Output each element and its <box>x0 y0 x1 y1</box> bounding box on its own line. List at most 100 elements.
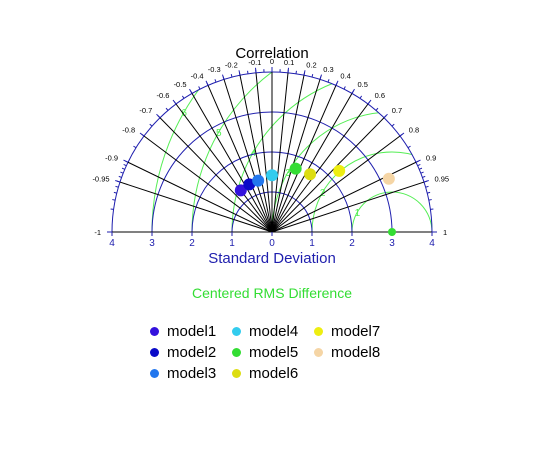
legend-label: model8 <box>331 344 381 361</box>
correlation-minor-tick <box>391 123 395 127</box>
rms-circle <box>351 191 432 232</box>
legend-marker <box>314 348 323 357</box>
correlation-minor-tick <box>335 82 338 86</box>
correlation-minor-tick <box>222 76 225 80</box>
correlation-minor-tick <box>116 180 121 183</box>
legend-label: model7 <box>331 323 381 340</box>
correlation-tick-label: 0.95 <box>434 175 449 184</box>
std-tick-label: 2 <box>349 238 355 249</box>
correlation-minor-tick <box>190 90 193 94</box>
correlation-minor-tick <box>428 199 432 201</box>
correlation-minor-tick <box>407 145 411 149</box>
correlation-minor-tick <box>420 171 424 174</box>
legend-label: model6 <box>249 365 299 382</box>
correlation-line <box>127 161 273 233</box>
x-axis-label: Standard Deviation <box>208 250 336 267</box>
correlation-tick-label: -0.5 <box>174 80 187 89</box>
correlation-minor-tick <box>113 191 117 194</box>
correlation-minor-tick <box>351 90 354 94</box>
correlation-minor-tick <box>173 101 177 105</box>
correlation-minor-tick <box>141 133 145 137</box>
legend-item: model6 <box>232 364 314 383</box>
legend-label: model3 <box>167 365 217 382</box>
correlation-tick-label: 0.7 <box>392 106 402 115</box>
correlation-minor-tick <box>165 107 169 111</box>
correlation-minor-tick <box>125 160 129 163</box>
correlation-line <box>191 93 273 233</box>
correlation-line <box>271 79 321 233</box>
correlation-minor-tick <box>118 175 122 178</box>
legend-label: model2 <box>167 344 217 361</box>
correlation-tick-label: 0.5 <box>358 80 368 89</box>
correlation-minor-tick <box>181 95 185 99</box>
legend-marker <box>232 327 241 336</box>
correlation-tick-label: 0.3 <box>323 65 333 74</box>
std-tick-label: 2 <box>189 238 195 249</box>
legend-marker <box>150 369 159 378</box>
correlation-minor-tick <box>367 101 371 105</box>
correlation-minor-tick <box>115 185 119 188</box>
legend-label: model5 <box>249 344 299 361</box>
correlation-minor-tick <box>425 185 429 188</box>
legend-marker <box>314 327 323 336</box>
correlation-minor-tick <box>319 76 322 80</box>
correlation-tick-label: -0.7 <box>139 106 152 115</box>
model-point-model6 <box>304 168 317 181</box>
correlation-minor-tick <box>359 95 363 99</box>
rms-label: Centered RMS Difference <box>192 285 352 301</box>
model-point-model7 <box>333 164 346 177</box>
correlation-minor-tick <box>417 163 421 167</box>
correlation-minor-tick <box>206 82 209 86</box>
rms-circle-label: 6 <box>181 108 187 119</box>
correlation-minor-tick <box>343 86 346 90</box>
model-point-model1 <box>234 184 247 197</box>
correlation-minor-tick <box>423 180 428 183</box>
correlation-minor-tick <box>415 160 419 163</box>
correlation-line <box>143 135 273 233</box>
correlation-line <box>223 79 273 233</box>
correlation-line <box>271 85 337 233</box>
std-tick-label: 0 <box>269 238 275 249</box>
correlation-minor-tick <box>238 72 241 76</box>
model-point-model4 <box>266 169 278 182</box>
rms-circle <box>311 151 432 232</box>
model-point-model8 <box>382 172 395 185</box>
correlation-line <box>271 75 305 233</box>
correlation-line <box>271 72 289 233</box>
correlation-tick-label: -0.4 <box>191 71 204 80</box>
correlation-minor-tick <box>133 145 137 149</box>
correlation-line <box>271 181 425 233</box>
correlation-tick-label: 0.8 <box>409 125 419 134</box>
reference-point <box>388 228 396 236</box>
std-tick-label: 3 <box>149 238 155 249</box>
model-point-model5 <box>289 162 302 175</box>
legend-marker <box>150 348 159 357</box>
legend-item: model8 <box>314 343 404 362</box>
chart-title: Correlation <box>235 45 308 62</box>
correlation-line <box>271 93 353 233</box>
std-tick-label: 4 <box>109 238 115 249</box>
rms-circle-label: 5 <box>216 128 222 139</box>
legend-marker <box>232 369 241 378</box>
correlation-tick-label: 0.1 <box>284 58 294 67</box>
rms-circle-label: 4 <box>251 148 257 159</box>
correlation-tick-label: 1 <box>443 228 447 237</box>
correlation-minor-tick <box>198 86 201 90</box>
correlation-tick-label: -0.6 <box>156 91 169 100</box>
correlation-line <box>271 117 385 233</box>
correlation-tick-label: 0 <box>270 57 274 66</box>
correlation-tick-label: 0.2 <box>306 60 316 69</box>
correlation-tick-label: 0.4 <box>340 71 350 80</box>
correlation-minor-tick <box>121 167 125 170</box>
correlation-minor-tick <box>327 79 330 83</box>
correlation-tick-label: 0.6 <box>375 91 385 100</box>
legend-item: model3 <box>150 364 232 383</box>
correlation-minor-tick <box>120 171 124 174</box>
correlation-line <box>271 103 369 233</box>
correlation-minor-tick <box>230 74 233 78</box>
correlation-minor-tick <box>419 167 423 170</box>
correlation-minor-tick <box>427 191 431 194</box>
correlation-minor-tick <box>123 163 127 167</box>
correlation-minor-tick <box>399 133 403 137</box>
